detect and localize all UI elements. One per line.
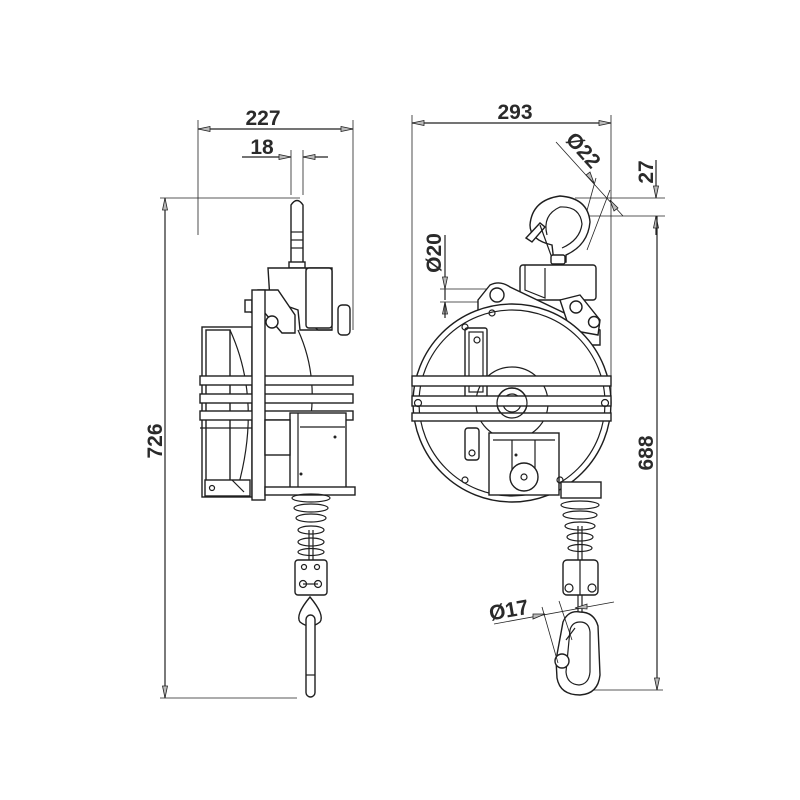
front-view: 293 Ø22 27 Ø20 bbox=[411, 101, 665, 696]
dimension-27: 27 bbox=[568, 160, 665, 235]
front-spring bbox=[560, 481, 602, 560]
front-drum-housing bbox=[411, 303, 612, 503]
dim-18-label: 18 bbox=[250, 136, 274, 159]
dim-726-label: 726 bbox=[144, 423, 167, 458]
front-carabiner bbox=[554, 611, 601, 696]
dimension-mount-hole: Ø20 bbox=[423, 233, 490, 318]
front-top-hook bbox=[524, 195, 591, 265]
dim-688-label: 688 bbox=[635, 435, 658, 470]
dim-227-label: 227 bbox=[245, 107, 280, 130]
dimension-18: 18 bbox=[242, 136, 328, 195]
side-eye-rod bbox=[298, 595, 322, 698]
dimension-227: 227 bbox=[197, 107, 354, 330]
dim-mount-hole-label: Ø20 bbox=[423, 233, 446, 273]
side-spring bbox=[291, 493, 331, 560]
dim-carabiner-diameter-label: Ø17 bbox=[487, 596, 530, 626]
front-hook-mount bbox=[519, 264, 597, 301]
side-view: 227 18 726 bbox=[144, 107, 356, 699]
dimension-293: 293 bbox=[411, 101, 612, 400]
dimension-726: 726 bbox=[144, 197, 300, 699]
side-body bbox=[199, 289, 356, 501]
side-top-pin bbox=[288, 199, 306, 269]
front-cable-stop bbox=[562, 559, 599, 620]
dim-hook-diameter-label: Ø22 bbox=[561, 128, 605, 173]
side-cable-stop bbox=[294, 559, 328, 596]
dim-27-label: 27 bbox=[635, 160, 658, 183]
dimension-688: 688 bbox=[590, 216, 663, 691]
dim-293-label: 293 bbox=[497, 101, 532, 124]
